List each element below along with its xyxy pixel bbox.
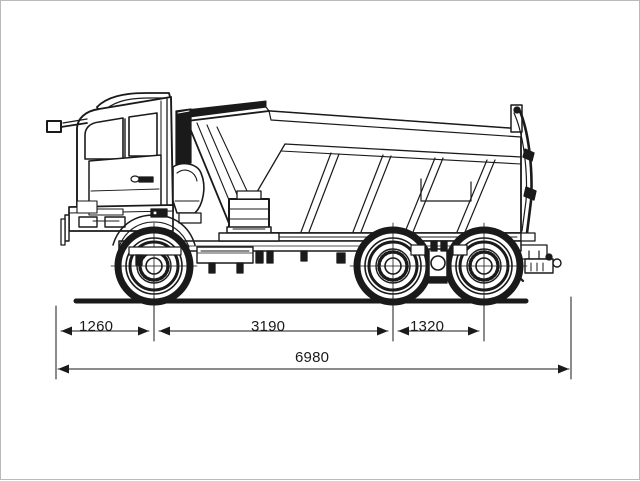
front-suspension bbox=[128, 246, 182, 266]
cab-door bbox=[88, 154, 162, 208]
tailgate-hinge-arm bbox=[510, 104, 537, 242]
body-side-ribs bbox=[300, 152, 496, 233]
side-window bbox=[128, 112, 158, 157]
headlamp bbox=[78, 216, 126, 228]
fuel-tank bbox=[196, 246, 254, 274]
air-cleaner bbox=[172, 162, 205, 224]
dimension-label-overall-length: 6980 bbox=[295, 349, 330, 366]
windshield bbox=[84, 117, 124, 160]
hydraulic-hoist-cylinder bbox=[218, 190, 280, 242]
dimension-label-wheelbase: 3190 bbox=[251, 318, 286, 335]
dimension-label-front-overhang: 1260 bbox=[79, 318, 114, 335]
exhaust-stack bbox=[175, 108, 192, 166]
tandem-suspension bbox=[410, 240, 468, 284]
dimension-label-rear-tandem: 1320 bbox=[410, 318, 445, 335]
mud-flap bbox=[336, 252, 346, 264]
cab bbox=[60, 92, 174, 246]
side-mirror bbox=[46, 118, 88, 133]
extension-lines bbox=[55, 296, 572, 380]
